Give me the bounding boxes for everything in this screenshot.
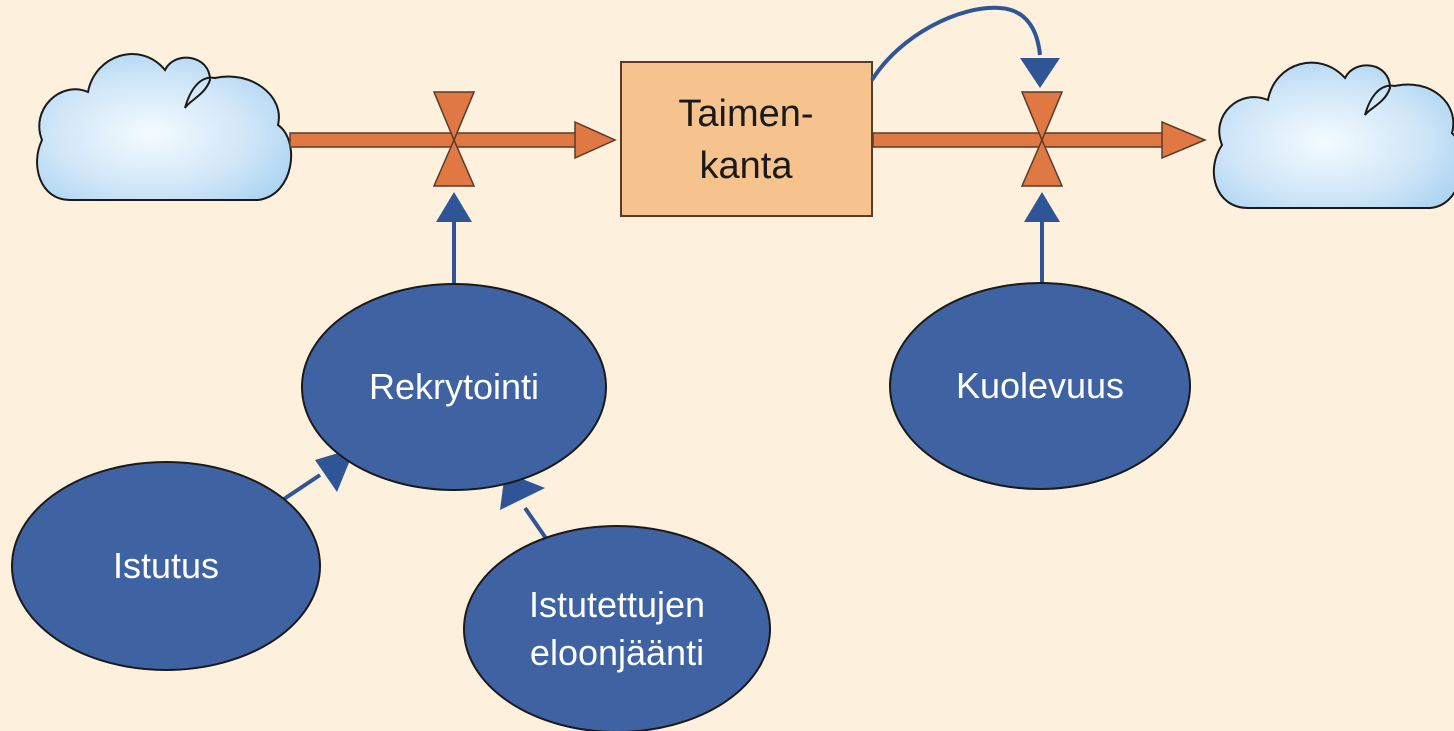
aux-survival-label-line1: Istutettujen [529,584,705,625]
aux-istutus: Istutus [11,461,321,671]
sink-cloud-icon [1212,61,1454,209]
connector-stock-to-outflow [870,5,1060,88]
connector-mortality-to-outflow [1024,192,1060,295]
aux-istutettujen-eloonjaanti: Istutettujen eloonjäänti [463,525,771,731]
aux-rekrytointi: Rekrytointi [301,283,607,491]
inflow-valve-icon [432,91,476,187]
source-cloud-icon [36,53,293,201]
connector-recruitment-to-inflow [436,192,472,295]
stock-label-line2: kanta [700,145,794,187]
outflow-valve-icon [1020,91,1064,187]
stock-taimenkanta: Taimen- kanta [620,61,873,217]
aux-kuolevuus: Kuolevuus [889,282,1191,490]
stock-label-line1: Taimen- [678,93,813,135]
aux-kuolevuus-label: Kuolevuus [956,365,1124,406]
aux-survival-label-line2: eloonjäänti [530,632,704,673]
inflow-arrow [289,120,617,160]
aux-istutus-label: Istutus [113,545,219,586]
outflow-arrow [872,120,1207,160]
aux-rekrytointi-label: Rekrytointi [369,366,539,407]
